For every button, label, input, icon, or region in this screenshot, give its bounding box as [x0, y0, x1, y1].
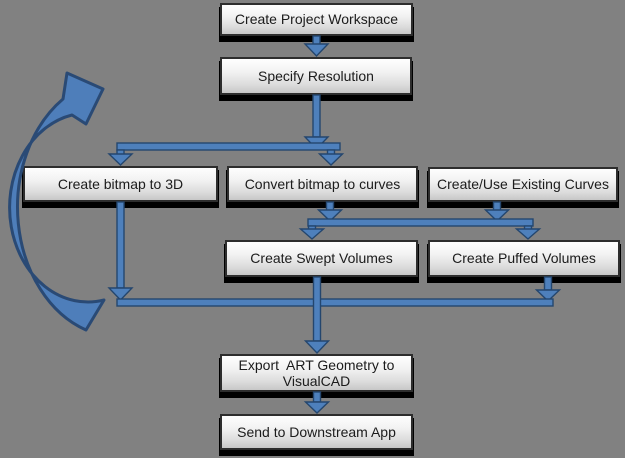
arrow-resolution-to-split	[303, 94, 330, 151]
node-send-to-downstream-app: Send to Downstream App	[220, 414, 413, 450]
node-create-use-existing-curves: Create/Use Existing Curves	[428, 167, 618, 202]
arrow-bitmap3d-to-merge	[107, 201, 134, 302]
node-create-project-workspace: Create Project Workspace	[220, 3, 413, 36]
node-export-art-geometry: Export ART Geometry to VisualCAD	[220, 354, 413, 392]
arrow-existing-to-split	[483, 201, 511, 222]
node-create-swept-volumes: Create Swept Volumes	[225, 240, 418, 277]
arrow-merge-to-export	[303, 276, 331, 355]
arrow-export-to-send	[303, 391, 331, 414]
node-convert-bitmap-to-curves: Convert bitmap to curves	[227, 166, 418, 202]
arrow-puffed-to-merge	[534, 276, 562, 302]
node-create-puffed-volumes: Create Puffed Volumes	[428, 240, 620, 277]
arrow-convert-to-split	[316, 201, 344, 222]
split-line-top	[107, 142, 345, 166]
arrow-workspace-to-resolution	[303, 35, 330, 58]
node-specify-resolution: Specify Resolution	[220, 57, 412, 95]
node-create-bitmap-to-3d: Create bitmap to 3D	[23, 166, 218, 202]
merge-line-bottom	[116, 298, 554, 307]
split-line-middle	[298, 218, 542, 240]
